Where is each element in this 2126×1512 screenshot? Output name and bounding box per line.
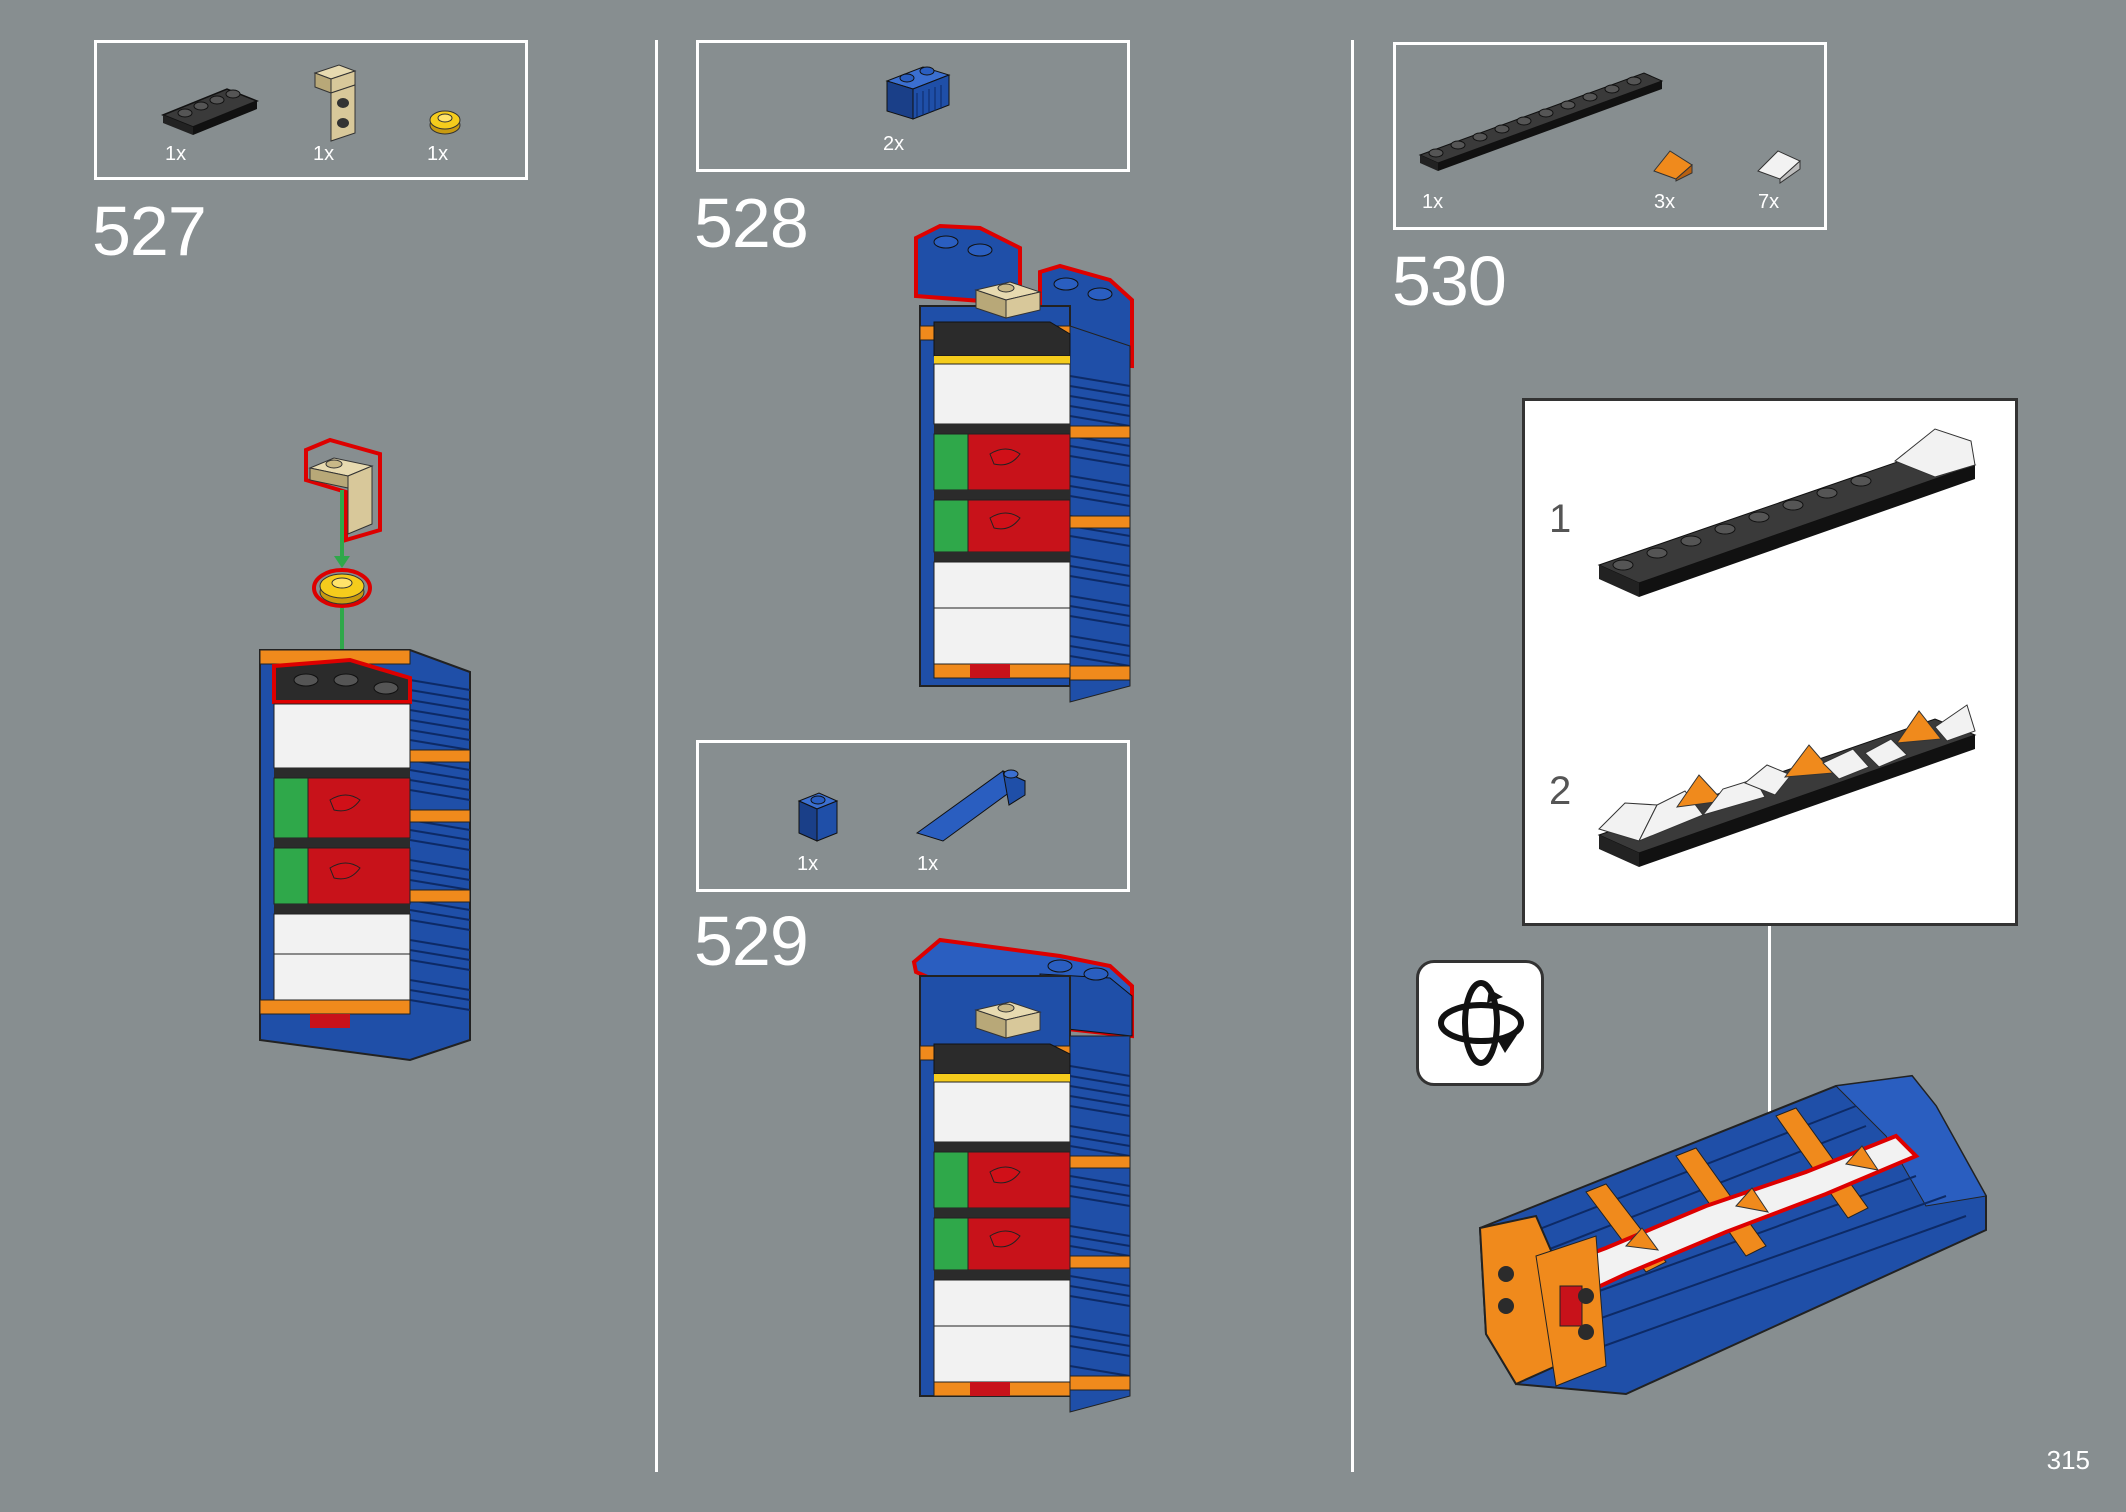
part-qty: 1x — [1422, 191, 1444, 213]
part-qty: 1x — [427, 143, 449, 165]
part-qty: 1x — [313, 143, 335, 165]
new-part-round — [312, 568, 372, 608]
callout-connector — [1768, 926, 1771, 1156]
part-qty: 1x — [917, 853, 939, 875]
step-number: 530 — [1392, 242, 1507, 320]
part-qty: 1x — [165, 143, 187, 165]
bracket-tan-icon — [313, 64, 357, 142]
round-plate-yellow-icon — [429, 110, 461, 135]
step-number: 528 — [694, 184, 809, 262]
brick-1x1-blue-icon — [797, 792, 839, 842]
sub-assembly-callout: 1 2 — [1522, 398, 2018, 926]
part-qty: 3x — [1654, 191, 1676, 213]
new-part-bracket — [304, 437, 382, 543]
model-step-530 — [1478, 1074, 1987, 1396]
part-qty: 1x — [797, 853, 819, 875]
part-qty: 7x — [1758, 191, 1780, 213]
plate-1x4-black-icon — [160, 88, 260, 135]
substep-1-plate — [1597, 428, 1977, 597]
substep-number-1: 1 — [1549, 497, 1572, 541]
step-number: 529 — [694, 902, 809, 980]
plate-1x10-black-icon — [1418, 72, 1664, 171]
substep-2-slopes — [1597, 704, 1977, 867]
step-number: 527 — [92, 192, 207, 270]
page-number: 315 — [2046, 1445, 2090, 1475]
model-step-529 — [911, 937, 1134, 1413]
slope-orange-icon — [1653, 150, 1693, 182]
slope-white-icon — [1757, 150, 1801, 184]
column-divider-2 — [1351, 40, 1354, 1472]
rotate-model-button — [1416, 960, 1544, 1086]
substep-number-2: 2 — [1549, 769, 1572, 813]
model-step-528 — [914, 223, 1134, 703]
part-qty: 2x — [883, 133, 905, 155]
parts-list-527: 1x 1x 1x — [94, 40, 528, 180]
grille-brick-blue-icon — [885, 66, 951, 120]
parts-list-530: 1x 3x 7x — [1393, 42, 1827, 230]
parts-list-528: 2x — [696, 40, 1130, 172]
column-divider-1 — [655, 40, 658, 1472]
rotate-model-icon — [1438, 980, 1524, 1066]
slope-long-blue-icon — [915, 769, 1026, 842]
parts-list-529: 1x 1x — [696, 740, 1130, 892]
model-step-527 — [259, 437, 471, 1062]
